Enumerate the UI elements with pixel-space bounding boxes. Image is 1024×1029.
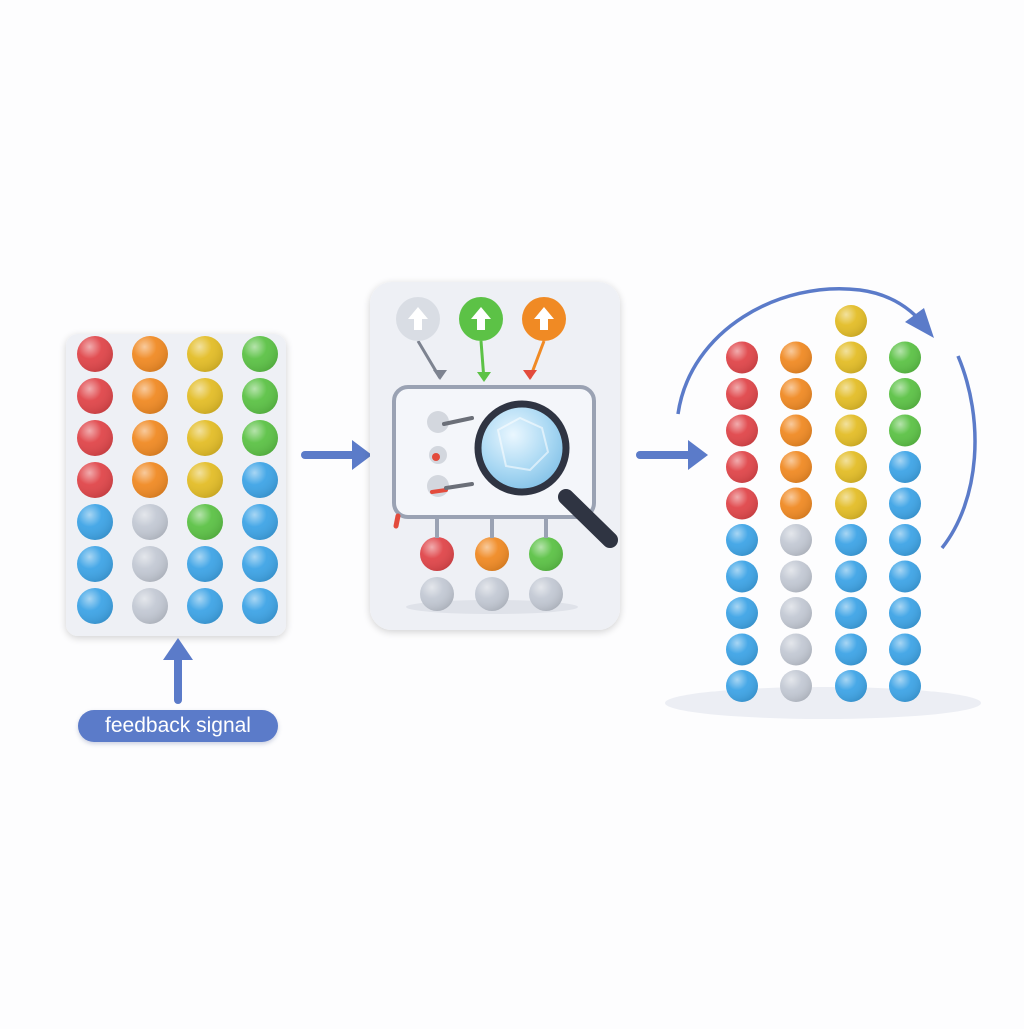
evaluator-base-dot	[529, 577, 563, 611]
up-arrow-icon	[471, 307, 491, 330]
input-ball	[77, 420, 113, 456]
output-ball	[780, 414, 812, 447]
output-ball	[726, 524, 758, 556]
input-ball	[187, 588, 223, 624]
input-ball	[242, 420, 278, 456]
output-ball	[889, 414, 921, 447]
indicator-arrowhead	[477, 372, 491, 382]
input-ball	[77, 378, 113, 414]
output-ball	[835, 487, 867, 520]
output-ball	[835, 670, 867, 702]
input-ball	[77, 504, 113, 540]
output-ball	[726, 487, 758, 520]
input-ball	[77, 588, 113, 624]
indicator-arrowhead	[433, 370, 447, 380]
input-ball	[132, 378, 168, 414]
output-ball	[889, 633, 921, 666]
output-ball	[780, 633, 812, 666]
input-grid-panel	[66, 334, 286, 636]
output-ball	[726, 341, 758, 374]
input-ball	[187, 336, 223, 372]
input-ball	[77, 336, 113, 372]
output-ball	[726, 378, 758, 410]
output-ball	[889, 487, 921, 520]
indicator-arrowhead	[523, 370, 537, 380]
output-ball	[889, 524, 921, 556]
cycle-arrow-head	[905, 308, 934, 338]
output-grid	[726, 305, 921, 702]
input-ball	[187, 546, 223, 582]
input-ball	[187, 462, 223, 498]
output-ball	[835, 414, 867, 447]
output-ball	[835, 378, 867, 410]
magnifier-icon	[474, 400, 618, 548]
output-ball	[835, 560, 867, 593]
input-grid	[77, 336, 278, 624]
output-ball	[889, 560, 921, 593]
up-arrow-icon	[534, 307, 554, 330]
input-ball	[242, 504, 278, 540]
output-grid-base	[665, 687, 981, 719]
output-ball	[726, 560, 758, 593]
output-ball	[889, 378, 921, 410]
output-ball	[835, 597, 867, 629]
input-ball	[132, 504, 168, 540]
evaluator-outputs	[406, 537, 578, 614]
evaluator-base-dot	[420, 577, 454, 611]
output-ball	[780, 597, 812, 629]
up-arrow-icon	[408, 307, 428, 330]
output-ball	[726, 633, 758, 666]
input-ball	[132, 462, 168, 498]
output-ball	[835, 633, 867, 666]
output-ball	[726, 414, 758, 447]
output-ball	[889, 451, 921, 483]
evaluator-rows	[393, 411, 474, 529]
input-ball	[242, 546, 278, 582]
evaluator-output-dot	[420, 537, 454, 571]
evaluator-indicators	[396, 297, 566, 382]
input-ball	[132, 420, 168, 456]
output-ball	[780, 341, 812, 374]
output-ball	[726, 451, 758, 483]
input-ball	[132, 588, 168, 624]
output-ball	[889, 597, 921, 629]
output-ball	[835, 305, 867, 337]
evaluator-output-dot	[529, 537, 563, 571]
evaluator-connectors	[435, 517, 548, 538]
output-ball	[780, 487, 812, 520]
cycle-arrow	[676, 287, 930, 415]
feedback-signal-label: feedback signal	[78, 710, 278, 742]
output-ball	[780, 524, 812, 556]
evaluator-base-dot	[475, 577, 509, 611]
input-ball	[187, 378, 223, 414]
input-ball	[77, 546, 113, 582]
input-ball	[242, 336, 278, 372]
input-ball	[132, 336, 168, 372]
output-ball	[726, 670, 758, 702]
flow-arrow-1-head	[352, 440, 372, 470]
input-ball	[242, 588, 278, 624]
output-ball	[835, 341, 867, 374]
output-ball	[780, 560, 812, 593]
output-ball	[726, 597, 758, 629]
evaluator-output-dot	[475, 537, 509, 571]
output-ball	[835, 451, 867, 483]
output-ball	[780, 378, 812, 410]
output-ball	[780, 451, 812, 483]
output-ball	[835, 524, 867, 556]
output-ball	[780, 670, 812, 702]
flow-arrow-2-head	[688, 440, 708, 470]
output-ball	[889, 670, 921, 702]
input-ball	[132, 546, 168, 582]
input-ball	[242, 462, 278, 498]
output-ball	[889, 341, 921, 374]
feedback-arrow-head	[163, 638, 193, 660]
input-ball	[242, 378, 278, 414]
input-ball	[187, 504, 223, 540]
input-ball	[187, 420, 223, 456]
cycle-arrow-tail	[940, 355, 977, 550]
input-ball	[77, 462, 113, 498]
